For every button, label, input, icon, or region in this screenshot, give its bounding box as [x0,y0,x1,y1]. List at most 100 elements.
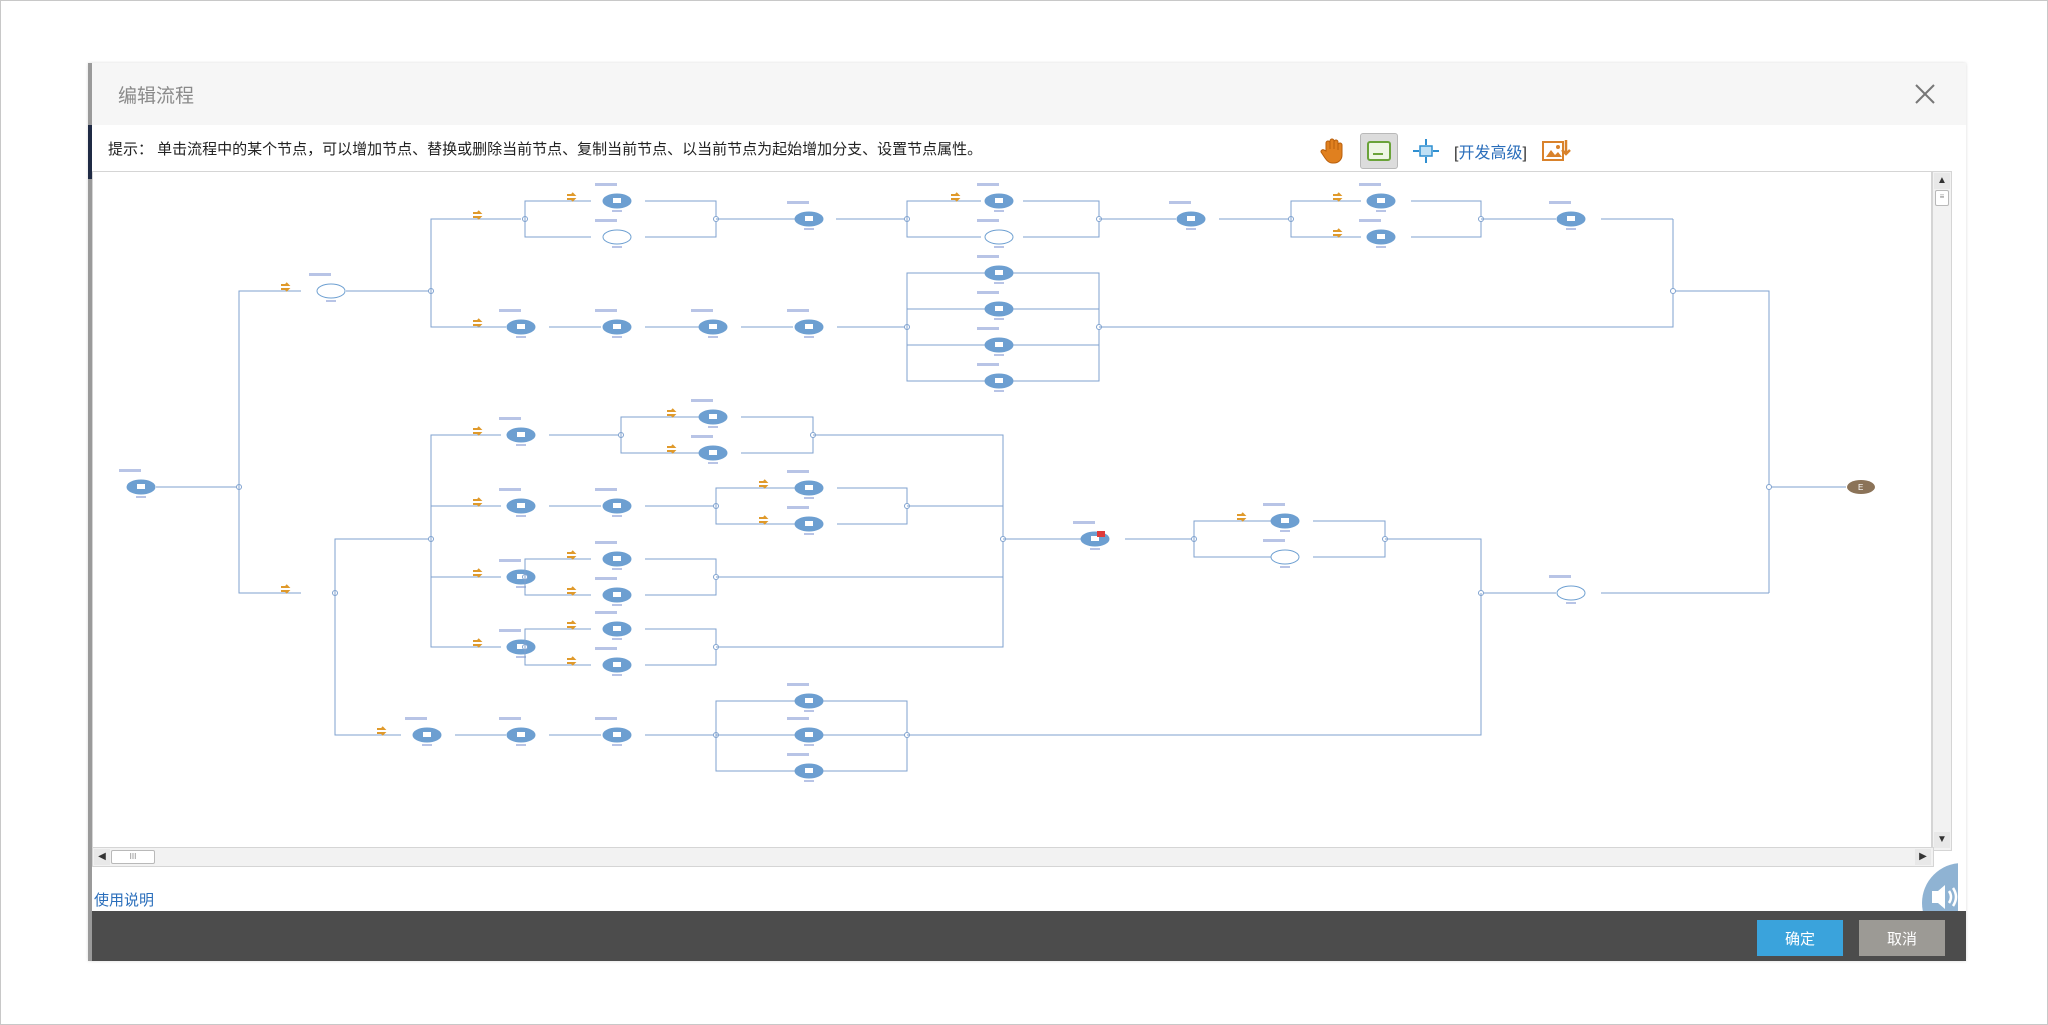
node-caption-mark [1376,210,1386,212]
node-caption-mark [804,336,814,338]
node-caption-mark [1169,201,1191,204]
scroll-left-arrow[interactable]: ◀ [94,849,110,865]
usage-help-link[interactable]: 使用说明 [94,892,155,909]
edit-flow-dialog: 编辑流程 提示： 单击流程中的某个节点，可以增加节点、替换或删除当前节点、复制当… [88,63,1966,961]
node-caption-mark [787,201,809,204]
speaker-icon [1932,885,1958,909]
node-caption-mark [804,780,814,782]
flow-connector [813,434,1004,539]
flow-connector [741,416,814,454]
vertical-scrollbar[interactable]: ▲ ≡ ▼ [1932,171,1952,851]
node-caption-mark [708,426,718,428]
confirm-button[interactable]: 确定 [1757,920,1843,956]
scroll-right-arrow[interactable]: ▶ [1915,849,1931,865]
dev-link-close-bracket: ] [1522,145,1527,162]
node-caption-mark [612,674,622,676]
flow-connector [334,538,431,593]
node-caption-mark [691,309,713,312]
node-caption-mark [787,717,809,720]
vertical-scroll-thumb[interactable]: ≡ [1935,190,1949,206]
node-caption-mark [422,744,432,746]
branch-icon [567,550,577,560]
node-glyph [517,644,525,649]
flow-connector [524,558,591,577]
node-caption-mark [1376,246,1386,248]
flow-canvas[interactable]: E [92,171,1932,849]
horizontal-scrollbar[interactable]: ◀ III ▶ [92,847,1934,867]
node-caption-mark [309,273,331,276]
node-caption-mark [977,327,999,330]
dev-link-open-bracket: [ [1454,145,1459,162]
cancel-button[interactable]: 取消 [1859,920,1945,956]
flow-connector [1013,308,1100,327]
branch-icon [473,210,483,220]
flow-connector [1313,520,1386,558]
node-caption-mark [516,444,526,446]
node-caption-mark [595,611,617,614]
node-caption-mark [977,363,999,366]
node-caption-mark [612,568,622,570]
close-icon[interactable] [1912,81,1938,107]
dev-advanced-link[interactable]: 开发高级 [1458,145,1523,162]
node-glyph [613,198,621,203]
flow-connector [645,628,717,666]
flow-connector [906,200,981,219]
node-glyph [613,732,621,737]
node-glyph [805,698,813,703]
branch-icon [759,515,769,525]
node-caption-mark [804,228,814,230]
node-glyph [423,732,431,737]
scroll-down-arrow[interactable]: ▼ [1934,832,1950,848]
flow-connector [524,647,591,666]
flow-connector [906,219,981,238]
node-caption-mark [595,647,617,650]
center-view-button[interactable] [1408,134,1444,168]
fit-icon [1367,141,1391,161]
node-glyph [517,324,525,329]
node-caption-mark [595,488,617,491]
export-image-button[interactable] [1539,134,1575,168]
node-caption-mark [1566,228,1576,230]
flow-connector [645,558,717,596]
hand-tool-button[interactable] [1314,134,1350,168]
flow-connector [430,434,501,539]
flow-connector [715,487,796,506]
branch-icon [667,408,677,418]
node-caption-mark [1263,503,1285,506]
branch-icon [281,584,291,594]
branch-icon [567,586,577,596]
scroll-up-arrow[interactable]: ▲ [1934,173,1950,189]
node-caption-mark [708,336,718,338]
node-caption-mark [994,318,1004,320]
branch-icon [377,726,387,736]
node-caption-mark [612,604,622,606]
node-glyph [613,662,621,667]
node-glyph [517,503,525,508]
node-caption-mark [595,309,617,312]
horizontal-scroll-thumb[interactable]: III [111,850,155,864]
node-caption-mark [1549,575,1571,578]
branch-icon [473,426,483,436]
node-caption-mark [595,183,617,186]
node-glyph [613,503,621,508]
node-caption-mark [994,282,1004,284]
node-caption-mark [691,435,713,438]
node-glyph [1377,234,1385,239]
fit-view-button[interactable] [1360,133,1398,169]
flow-connector [430,505,501,539]
branch-icon [567,656,577,666]
node-glyph [613,324,621,329]
node-caption-mark [787,470,809,473]
node-caption-mark [119,469,141,472]
branch-icon [473,318,483,328]
flow-connector [524,219,591,238]
hand-icon [1320,138,1343,164]
flow-connector [907,593,1482,736]
node-caption-mark [1280,530,1290,532]
flow-connector [715,506,796,525]
node-glyph [613,592,621,597]
node-glyph [709,450,717,455]
node-caption-mark [1549,201,1571,204]
node-caption-mark [977,183,999,186]
node-caption-mark [612,336,622,338]
